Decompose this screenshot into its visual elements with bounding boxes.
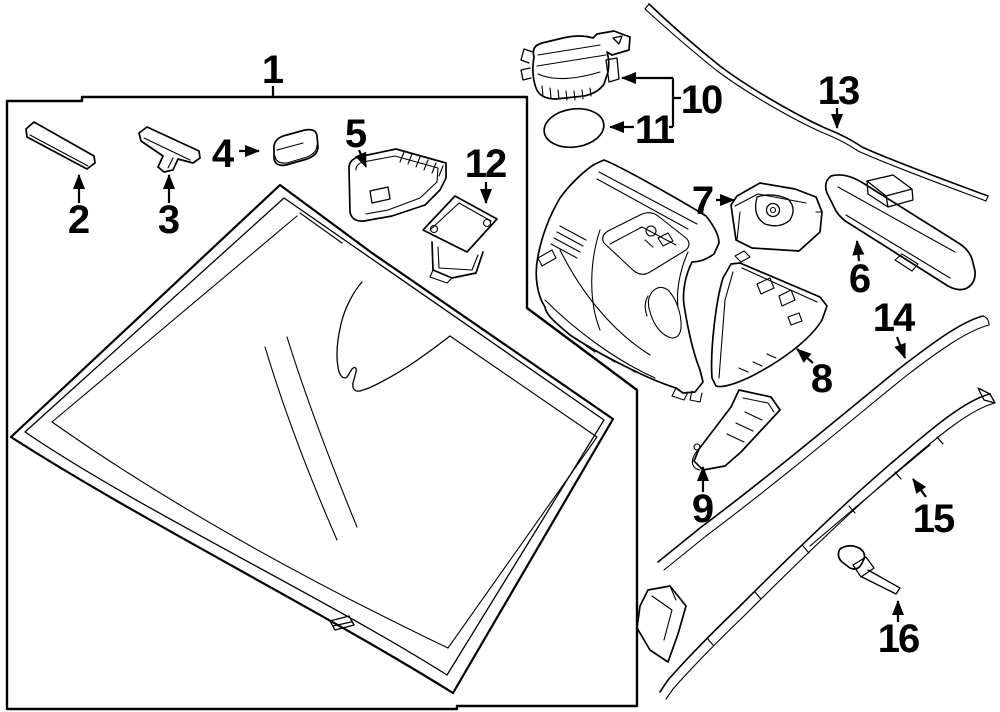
part-15-side-molding: [659, 387, 996, 700]
callout-8: 8: [796, 348, 833, 401]
part-3-glass-spacer: [138, 126, 201, 173]
callout-1-label[interactable]: 1: [262, 48, 284, 92]
part-6-rearview-mirror: [824, 174, 976, 291]
callout-12: 12: [465, 142, 508, 204]
callout-10-bracket: [669, 78, 681, 129]
callout-9: 9: [692, 466, 714, 531]
callout-12-label[interactable]: 12: [465, 142, 508, 186]
glass-sensor-mount-frit: [336, 281, 451, 392]
glass-outer-edge: [9, 183, 615, 695]
callout-5: 5: [345, 112, 368, 168]
molding-end-cap: [977, 387, 996, 404]
callout-6-arrow: [852, 240, 865, 262]
callout-14: 14: [873, 296, 918, 359]
callout-7: 7: [692, 179, 735, 223]
callout-11-label[interactable]: 11: [635, 108, 677, 152]
bracket-hole: [369, 186, 391, 204]
callout-6: 6: [849, 240, 871, 301]
callout-11: 11: [609, 108, 677, 152]
glass-frit-band: [51, 212, 598, 649]
part-13-upper-molding: [644, 3, 989, 202]
callout-8-arrow: [796, 348, 814, 364]
callout-15-arrow: [912, 478, 927, 498]
callout-10: 10: [621, 72, 724, 129]
glass-inner-edge: [24, 197, 605, 676]
part-14-side-molding: [636, 315, 990, 663]
part-11-sensor-gasket: [543, 107, 605, 149]
callout-4-label[interactable]: 4: [212, 132, 235, 176]
callout-6-label[interactable]: 6: [849, 257, 871, 301]
mirror-mount-block: [866, 174, 914, 208]
part-12-module-bracket: [422, 195, 498, 284]
callout-3-label[interactable]: 3: [158, 198, 180, 242]
part-9-cowl-bracket: [691, 389, 781, 471]
assembly-boundary-box: [5, 95, 639, 711]
callout-16-label[interactable]: 16: [878, 617, 921, 661]
callout-5-label[interactable]: 5: [345, 112, 367, 156]
cowl-recess-tray: [602, 212, 690, 275]
bracket-ribs: [399, 151, 444, 177]
cowl-wiper-opening: [644, 286, 682, 339]
part-7-rain-sensor-cover: [730, 182, 823, 252]
callout-5-arrow: [355, 149, 368, 168]
molding-segment-ticks: [706, 436, 944, 646]
callout-15-label[interactable]: 15: [913, 497, 957, 541]
molding-end-bracket: [636, 585, 687, 663]
callout-14-arrow: [894, 336, 907, 359]
part-1-windshield-glass: [9, 183, 615, 695]
part-10-sensor-assembly: [520, 30, 631, 101]
glass-reflection-lines: [264, 336, 358, 541]
sensor-skirt-ribs: [541, 85, 592, 101]
callouts: 1 2 3 4 5 6 7 8: [68, 48, 957, 661]
callout-2-label[interactable]: 2: [68, 198, 90, 242]
callout-4: 4: [212, 132, 260, 176]
callout-15: 15: [912, 478, 957, 541]
callout-7-label[interactable]: 7: [692, 179, 714, 223]
part-2-glass-spacer: [25, 121, 96, 170]
callout-8-label[interactable]: 8: [811, 357, 833, 401]
cowl-vent-hatch: [537, 225, 587, 267]
glass-bottom-clip: [329, 615, 355, 631]
callout-1: 1: [262, 48, 284, 97]
part-16-retainer-stud: [837, 544, 901, 595]
sensor-arm-hole: [612, 35, 623, 45]
callout-10-label[interactable]: 10: [681, 78, 724, 122]
part-8-cowl-trim-panel: [535, 159, 828, 403]
callout-14-label[interactable]: 14: [873, 296, 918, 340]
callout-3: 3: [158, 174, 180, 242]
callout-9-label[interactable]: 9: [692, 487, 714, 531]
cowl-right-flap: [710, 262, 828, 388]
callout-13-label[interactable]: 13: [818, 69, 861, 113]
callout-16: 16: [878, 600, 921, 661]
callout-2: 2: [68, 174, 90, 242]
part-4-mounting-pad: [273, 128, 319, 167]
callout-13: 13: [818, 69, 861, 129]
